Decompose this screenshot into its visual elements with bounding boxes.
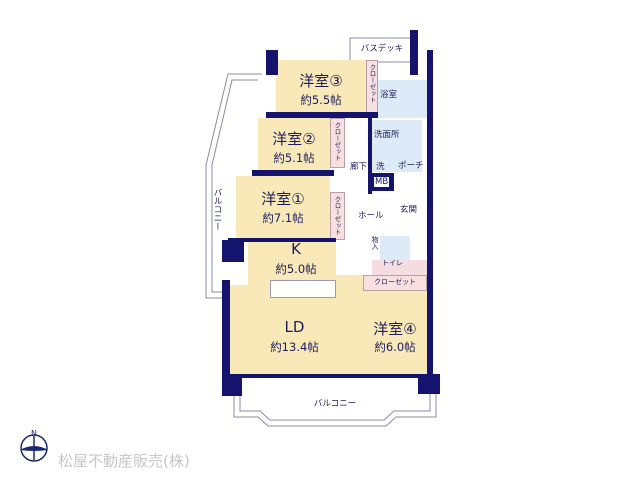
closet-room-1 [330, 192, 345, 240]
porch-label: ポーチ [398, 161, 424, 171]
wall [427, 50, 433, 390]
company-name: 松屋不動産販売(株) [58, 452, 190, 470]
closet-room-2 [330, 118, 345, 168]
washroom-label: 洗面所 [374, 130, 400, 140]
corridor-label: 廊下 [350, 162, 368, 172]
bathroom [378, 80, 428, 118]
closet-label: クローゼット [333, 122, 341, 161]
entrance-floor [372, 260, 427, 275]
kitchen [248, 240, 336, 285]
closet-label: クローゼット [368, 64, 376, 103]
washroom [372, 120, 422, 172]
wall [222, 240, 244, 262]
living-dining [226, 285, 363, 376]
wall [222, 374, 438, 378]
bath-deck-label: バスデッキ [360, 44, 404, 54]
room-4-name: 洋室④ [373, 320, 417, 338]
room-4 [363, 291, 427, 376]
wall [368, 118, 372, 194]
room-3-size: 約5.5帖 [300, 93, 342, 107]
bathroom-label: 浴室 [380, 90, 398, 100]
kitchen-counter [270, 280, 336, 298]
room-2-size: 約5.1帖 [273, 151, 315, 165]
wall [252, 170, 334, 176]
room-3 [276, 60, 366, 113]
kitchen-size: 約5.0帖 [275, 262, 317, 276]
ld-name: LD [284, 318, 305, 336]
closet-label: クローゼット [333, 196, 341, 235]
room-2 [258, 118, 330, 173]
room-4-size: 約6.0帖 [374, 340, 416, 354]
svg-text:N: N [31, 429, 37, 438]
wall [266, 50, 278, 75]
wall [222, 280, 230, 392]
room-2-name: 洋室② [272, 130, 316, 148]
washer-label: 洗 [376, 162, 385, 172]
room-1-size: 約7.1帖 [262, 211, 304, 225]
wall [222, 374, 242, 396]
hall-label: ホール [358, 211, 384, 221]
kitchen-name: K [291, 240, 301, 258]
closet-room-4 [363, 275, 427, 291]
storage-label: 物入 [371, 236, 379, 250]
entrance-label: 玄関 [400, 205, 418, 215]
compass-logo-icon: N [20, 429, 48, 462]
balcony-left-label: バルコニー [212, 188, 222, 231]
closet-4-label: クローゼット [374, 278, 416, 286]
mb-label: MB [374, 177, 390, 187]
wall [266, 112, 378, 118]
wall [228, 238, 336, 242]
wall [418, 374, 440, 394]
wall [410, 30, 418, 75]
ld-extension [336, 275, 363, 287]
room-3-name: 洋室③ [299, 72, 343, 90]
balcony-bottom-label: バルコニー [313, 399, 357, 409]
ld-size: 約13.4帖 [270, 340, 319, 354]
room-1-name: 洋室① [261, 190, 305, 208]
room-1 [236, 176, 330, 240]
toilet-label: トイレ [382, 259, 403, 267]
